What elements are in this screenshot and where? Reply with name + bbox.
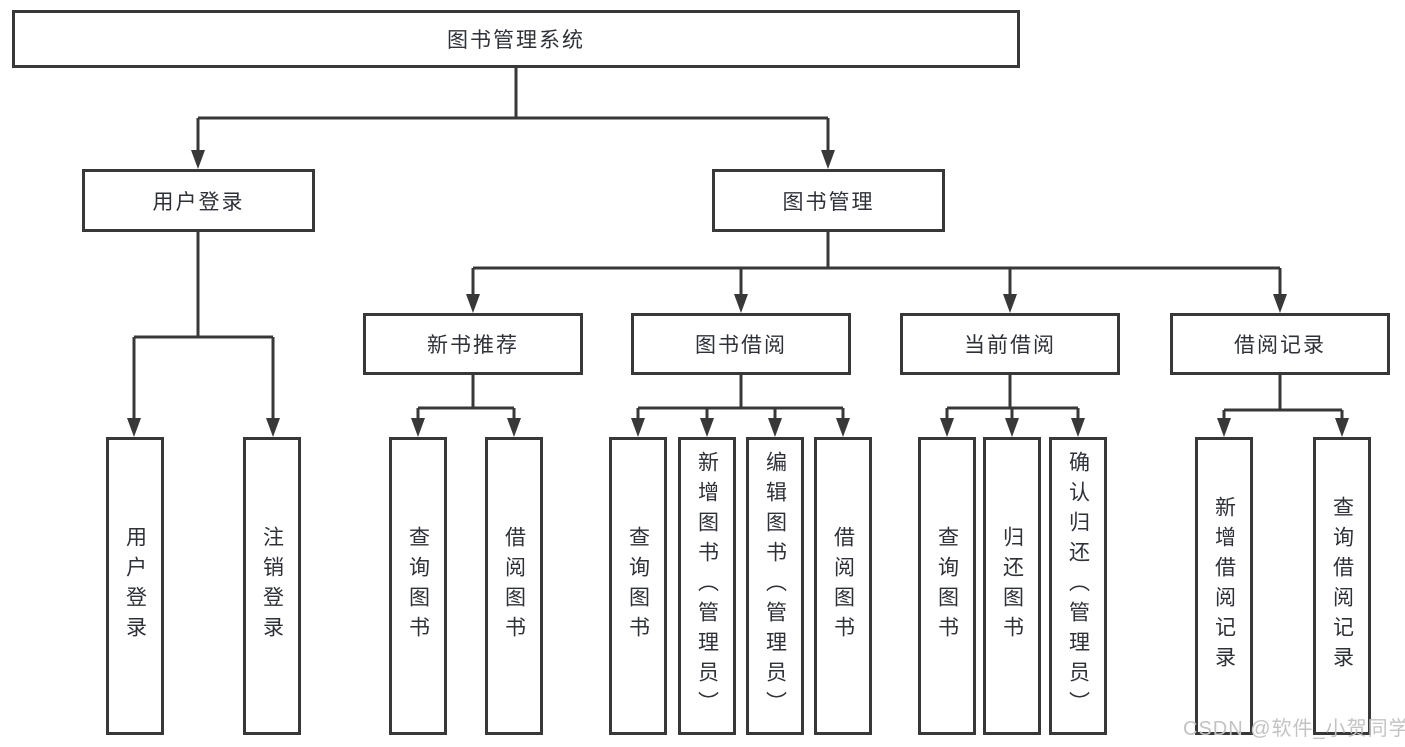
leaf-confirm-return-admin-label: 确认归还（管理员）	[1066, 451, 1090, 721]
node-current-borrow: 当前借阅	[900, 313, 1120, 375]
leaf-add-borrow-record: 新增借阅记录	[1195, 437, 1253, 735]
leaf-return-books-label: 归还图书	[1000, 526, 1024, 646]
node-user-login-label: 用户登录	[152, 190, 245, 214]
leaf-borrow-books: 借阅图书	[814, 437, 872, 735]
leaf-user-login-label: 用户登录	[123, 526, 147, 646]
leaf-confirm-return-admin: 确认归还（管理员）	[1049, 437, 1107, 735]
leaf-query-books-borrow-label: 查询图书	[626, 526, 650, 646]
csdn-watermark: CSDN @软件_小贺同学	[1183, 718, 1405, 740]
leaf-edit-book-admin-label: 编辑图书（管理员）	[763, 451, 787, 721]
node-book-management-label: 图书管理	[782, 190, 875, 214]
leaf-borrow-books-recommend-label: 借阅图书	[502, 526, 526, 646]
leaf-query-books-recommend-label: 查询图书	[406, 526, 430, 646]
leaf-query-borrow-record-label: 查询借阅记录	[1330, 496, 1354, 676]
node-book-borrow: 图书借阅	[631, 313, 851, 375]
leaf-query-borrow-record: 查询借阅记录	[1313, 437, 1371, 735]
leaf-return-books: 归还图书	[983, 437, 1041, 735]
node-root-label: 图书管理系统	[447, 29, 585, 52]
leaf-query-books-current-label: 查询图书	[935, 526, 959, 646]
leaf-query-books-current: 查询图书	[918, 437, 976, 735]
leaf-query-books-borrow: 查询图书	[609, 437, 667, 735]
leaf-add-book-admin-label: 新增图书（管理员）	[695, 451, 719, 721]
node-new-book-recommend-label: 新书推荐	[427, 334, 519, 357]
node-current-borrow-label: 当前借阅	[964, 334, 1056, 357]
node-borrow-records: 借阅记录	[1170, 313, 1390, 375]
leaf-user-login: 用户登录	[106, 437, 164, 735]
leaf-logout-label: 注销登录	[260, 526, 284, 646]
leaf-borrow-books-recommend: 借阅图书	[485, 437, 543, 735]
leaf-borrow-books-label: 借阅图书	[831, 526, 855, 646]
leaf-add-borrow-record-label: 新增借阅记录	[1212, 496, 1236, 676]
node-book-management: 图书管理	[712, 169, 945, 232]
leaf-logout: 注销登录	[243, 437, 301, 735]
leaf-query-books-recommend: 查询图书	[389, 437, 447, 735]
node-book-borrow-label: 图书借阅	[695, 334, 787, 357]
node-new-book-recommend: 新书推荐	[363, 313, 583, 375]
leaf-edit-book-admin: 编辑图书（管理员）	[746, 437, 804, 735]
node-borrow-records-label: 借阅记录	[1234, 334, 1326, 357]
leaf-add-book-admin: 新增图书（管理员）	[678, 437, 736, 735]
node-user-login: 用户登录	[82, 169, 315, 232]
node-root-system: 图书管理系统	[12, 10, 1020, 68]
